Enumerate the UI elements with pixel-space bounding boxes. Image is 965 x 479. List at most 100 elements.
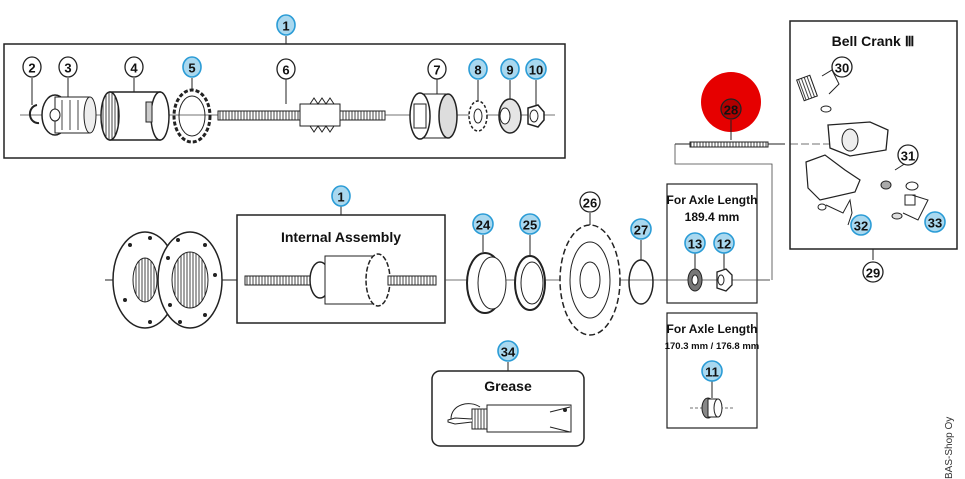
callout-number: 5: [188, 61, 195, 76]
callout-c13[interactable]: 13: [684, 232, 706, 254]
callout-circle: [500, 58, 520, 80]
callout-circle: [701, 360, 723, 382]
axle-length-189-title: For Axle Length: [667, 193, 758, 207]
callout-number: 12: [717, 237, 731, 252]
callout-circle: [472, 213, 494, 235]
callout-c10[interactable]: 10: [525, 58, 547, 80]
callout-circle: [331, 185, 351, 207]
callout-c8[interactable]: 8: [468, 58, 488, 80]
part-30-adjust-bolt[interactable]: [796, 69, 840, 113]
part-9-cone[interactable]: [498, 80, 522, 134]
callout-c34[interactable]: 34: [497, 340, 519, 362]
callout-circle: [276, 14, 296, 36]
part-6-hub-axle[interactable]: [217, 78, 386, 133]
callout-c27[interactable]: 27: [630, 218, 652, 240]
callout-c28[interactable]: 28: [720, 98, 742, 120]
part-3-driver-unit[interactable]: [41, 78, 97, 136]
callout-circle: [22, 56, 42, 78]
part-33-screw-set[interactable]: [891, 181, 929, 221]
callout-circle: [276, 58, 296, 80]
callout-circle: [497, 340, 519, 362]
callout-number: 29: [866, 266, 880, 281]
callout-c9[interactable]: 9: [500, 58, 520, 80]
callout-circle: [182, 56, 202, 78]
axle-length-189-value: 189.4 mm: [685, 210, 740, 224]
part-24-dust-cap[interactable]: [466, 235, 507, 314]
part-10-nut[interactable]: [527, 80, 545, 128]
callout-c11[interactable]: 11: [701, 360, 723, 382]
bell-crank-title: Bell Crank Ⅲ: [832, 33, 915, 49]
callout-c2[interactable]: 2: [22, 56, 42, 78]
axle-length-189-box: For Axle Length 189.4 mm: [660, 183, 770, 304]
callout-circle: [862, 261, 884, 283]
callout-number: 26: [583, 196, 597, 211]
callout-c1-mid[interactable]: 1: [331, 185, 351, 207]
callout-number: 6: [282, 63, 289, 78]
callout-c30[interactable]: 30: [831, 56, 853, 78]
callout-number: 1: [282, 19, 289, 34]
part-4-sleeve[interactable]: [100, 78, 170, 141]
callout-c24[interactable]: 24: [472, 213, 494, 235]
part-8-lock-washer[interactable]: [468, 80, 488, 132]
callout-number: 33: [928, 216, 942, 231]
part-11-nut[interactable]: [701, 381, 723, 419]
callout-c32[interactable]: 32: [850, 214, 872, 236]
callout-c1-top[interactable]: 1: [276, 14, 296, 36]
callout-circle: [58, 56, 78, 78]
callout-number: 11: [705, 365, 719, 380]
internal-assembly-box[interactable]: Internal Assembly: [236, 206, 446, 324]
callout-number: 9: [506, 63, 513, 78]
callout-c6[interactable]: 6: [276, 58, 296, 80]
callout-number: 28: [724, 103, 738, 118]
callout-number: 4: [130, 61, 138, 76]
part-27-snap-ring[interactable]: [628, 240, 654, 305]
callout-circle: [684, 232, 706, 254]
callout-circle: [924, 211, 946, 233]
callout-circle: [897, 144, 919, 166]
callout-number: 32: [854, 219, 868, 234]
axle-length-170-title: For Axle Length: [667, 322, 758, 336]
watermark: BAS-Shop Oy: [944, 416, 955, 479]
callout-number: 3: [64, 61, 71, 76]
bell-crank-body: [805, 121, 889, 201]
part-25-ball-cup[interactable]: [514, 235, 546, 311]
part-13-lock-nut[interactable]: [687, 253, 703, 292]
callout-number: 13: [688, 237, 702, 252]
callout-c33[interactable]: 33: [924, 211, 946, 233]
part-31-fixing-bolt[interactable]: [880, 162, 907, 190]
part-32-screw[interactable]: [817, 198, 853, 226]
hub-shell[interactable]: [105, 231, 237, 329]
callout-c7[interactable]: 7: [427, 58, 447, 80]
callout-circle: [850, 214, 872, 236]
callout-circle: [124, 56, 144, 78]
callout-circle: [525, 58, 547, 80]
callout-c12[interactable]: 12: [713, 232, 735, 254]
callout-number: 10: [529, 63, 543, 78]
callout-c4[interactable]: 4: [124, 56, 144, 78]
callout-circle: [713, 232, 735, 254]
callout-number: 2: [28, 61, 35, 76]
callout-number: 27: [634, 223, 648, 238]
callout-circle: [630, 218, 652, 240]
part-12-nut[interactable]: [716, 253, 733, 292]
callout-c31[interactable]: 31: [897, 144, 919, 166]
part-5-ball-retainer[interactable]: [172, 78, 212, 144]
part-7-planet-cage[interactable]: [409, 78, 458, 140]
callout-number: 8: [474, 63, 481, 78]
callout-c25[interactable]: 25: [519, 213, 541, 235]
cable-routing-line: [674, 144, 773, 280]
callout-circle: [519, 213, 541, 235]
grease-box[interactable]: Grease: [431, 362, 585, 447]
callout-circle: [468, 58, 488, 80]
callout-c26[interactable]: 26: [579, 191, 601, 213]
part-26-sprocket[interactable]: [559, 213, 621, 336]
callout-circle: [579, 191, 601, 213]
callout-c5[interactable]: 5: [182, 56, 202, 78]
callout-c29[interactable]: 29: [862, 261, 884, 283]
callout-circle: [831, 56, 853, 78]
part-2-circlip[interactable]: [29, 78, 40, 125]
callout-c3[interactable]: 3: [58, 56, 78, 78]
callout-circle: [720, 98, 742, 120]
bell-crank-box[interactable]: Bell Crank Ⅲ: [789, 20, 958, 260]
